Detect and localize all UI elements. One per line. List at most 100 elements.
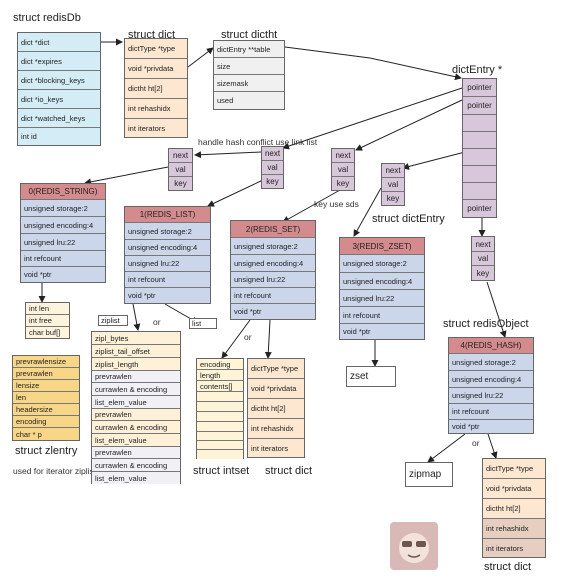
iterator-ziplist-note: used for iterator ziplist <box>13 466 97 476</box>
object-field: unsigned storage:2 <box>125 223 210 240</box>
dictht-field: dictEntry **table <box>214 41 284 58</box>
zlentry-struct: prevrawlensize prevrawlen lensize len he… <box>12 355 80 441</box>
or-note-set: or <box>244 332 252 342</box>
redisdb-field: int id <box>18 128 100 145</box>
dictht-field: sizemask <box>214 75 284 92</box>
hash-conflict-note: handle hash conflict use link list <box>198 137 318 147</box>
dict-struct: dictType *type void *privdata dictht ht[… <box>124 38 188 138</box>
zlentry-field: encoding <box>13 416 79 428</box>
arrow-entry-next-left <box>194 151 262 159</box>
intset-struct: encoding length contents[] <box>196 358 244 459</box>
object-type-header: 1(REDIS_LIST) <box>125 207 210 223</box>
arrow-bucket-to-entry-mid <box>355 99 463 151</box>
redisdb-field: dict *dict <box>18 33 100 52</box>
object-field: unsigned storage:2 <box>21 200 105 217</box>
arrow-hash-to-dict <box>487 433 498 459</box>
ziplist-field: zipl_bytes <box>92 332 180 345</box>
redisobject-zset: 3(REDIS_ZSET) unsigned storage:2 unsigne… <box>339 237 425 340</box>
redisdb-field: dict *watched_keys <box>18 109 100 128</box>
object-field: unsigned encoding:4 <box>231 255 315 272</box>
set-dict-struct: dictType *type void *privdata dictht ht[… <box>247 358 305 458</box>
intset-slot <box>197 432 243 441</box>
entry-key: key <box>332 177 354 190</box>
entry-key: key <box>472 266 494 280</box>
object-field: unsigned encoding:4 <box>340 273 424 290</box>
entry-key: key <box>262 175 283 188</box>
object-field: unsigned encoding:4 <box>125 240 210 256</box>
intset-slot <box>197 422 243 432</box>
object-field: int refcount <box>340 307 424 324</box>
zset-label: zset <box>346 366 396 387</box>
object-field: unsigned storage:2 <box>340 255 424 273</box>
dict-field: int rehashidx <box>483 519 545 539</box>
dict-field: int iterators <box>483 539 545 557</box>
or-note-hash: or <box>472 438 480 448</box>
bucket-slot <box>463 115 496 132</box>
object-field: void *ptr <box>231 304 315 319</box>
object-field: int refcount <box>125 272 210 288</box>
entry-val: val <box>332 163 354 177</box>
redisobject-hash: 4(REDIS_HASH) unsigned storage:2 unsigne… <box>448 337 534 434</box>
object-type-header: 0(REDIS_STRING) <box>21 184 105 200</box>
object-field: unsigned storage:2 <box>449 354 533 371</box>
arrow-dictht-to-buckets <box>284 46 462 81</box>
key-sds-note: key use sds <box>314 199 359 209</box>
zipmap-label: zipmap <box>405 462 453 487</box>
dictht-field: size <box>214 58 284 75</box>
or-note-list: or <box>153 317 161 327</box>
object-field: unsigned lru:22 <box>449 388 533 404</box>
object-field: void *ptr <box>125 288 210 303</box>
redisdb-title: struct redisDb <box>13 12 81 24</box>
ziplist-field: ziplist_length <box>92 358 180 371</box>
intset-slot <box>197 412 243 422</box>
ziplist-field: list_elem_value <box>92 434 180 447</box>
object-field: int refcount <box>449 404 533 420</box>
zlentry-field: char * p <box>13 428 79 440</box>
watermark-logo <box>390 522 438 570</box>
dict-field: dictht ht[2] <box>483 499 545 519</box>
entry-next: next <box>332 149 354 163</box>
arrow-entry-to-list <box>207 179 264 207</box>
object-field: unsigned lru:22 <box>340 290 424 307</box>
arrow-hash-to-zipmap <box>427 433 466 463</box>
ziplist-label: ziplist <box>98 315 128 326</box>
intset-title: struct intset <box>193 465 250 477</box>
ziplist-field: list_elem_value <box>92 472 180 484</box>
dictentry-bucket-array: pointer pointer pointer <box>462 78 497 218</box>
zlentry-field: prevrawlensize <box>13 356 79 368</box>
sds-field: int free <box>26 315 69 327</box>
dict-field: dictType *type <box>483 459 545 479</box>
arrow-bucket-to-entry-left <box>282 87 463 150</box>
ziplist-struct: zipl_bytes ziplist_tail_offset ziplist_l… <box>91 331 181 484</box>
object-type-header: 2(REDIS_SET) <box>231 221 315 238</box>
dictht-struct: dictEntry **table size sizemask used <box>213 40 285 110</box>
sds-field: char buf[] <box>26 327 69 338</box>
arrow-set-to-dict <box>264 319 272 359</box>
redisobject-set: 2(REDIS_SET) unsigned storage:2 unsigned… <box>230 220 316 320</box>
ziplist-field: prevrawlen <box>92 371 180 383</box>
bucket-slot: pointer <box>463 97 496 115</box>
object-field: int refcount <box>231 288 315 304</box>
dictentry-node-1: next val key <box>168 148 193 191</box>
object-field: unsigned lru:22 <box>125 256 210 272</box>
arrow-entry-to-zset <box>353 187 382 237</box>
entry-next: next <box>472 237 494 252</box>
arrow-entry-to-set <box>282 189 341 223</box>
entry-key: key <box>382 192 404 205</box>
bucket-slot: pointer <box>463 200 496 217</box>
bucket-slot <box>463 183 496 200</box>
dict-field: dictht ht[2] <box>248 399 304 419</box>
dict-field: int rehashidx <box>248 419 304 439</box>
intset-slot <box>197 392 243 402</box>
bucket-slot <box>463 166 496 183</box>
intset-slot <box>197 402 243 412</box>
ziplist-field: prevrawlen <box>92 409 180 421</box>
arrow-bucket-to-entry-right <box>402 151 466 170</box>
entry-val: val <box>472 252 494 266</box>
object-type-header: 3(REDIS_ZSET) <box>340 238 424 255</box>
bucket-slot <box>463 149 496 166</box>
dict-field: void *privdata <box>483 479 545 499</box>
dictht-title: struct dictht <box>221 29 278 41</box>
dictht-field: used <box>214 92 284 109</box>
